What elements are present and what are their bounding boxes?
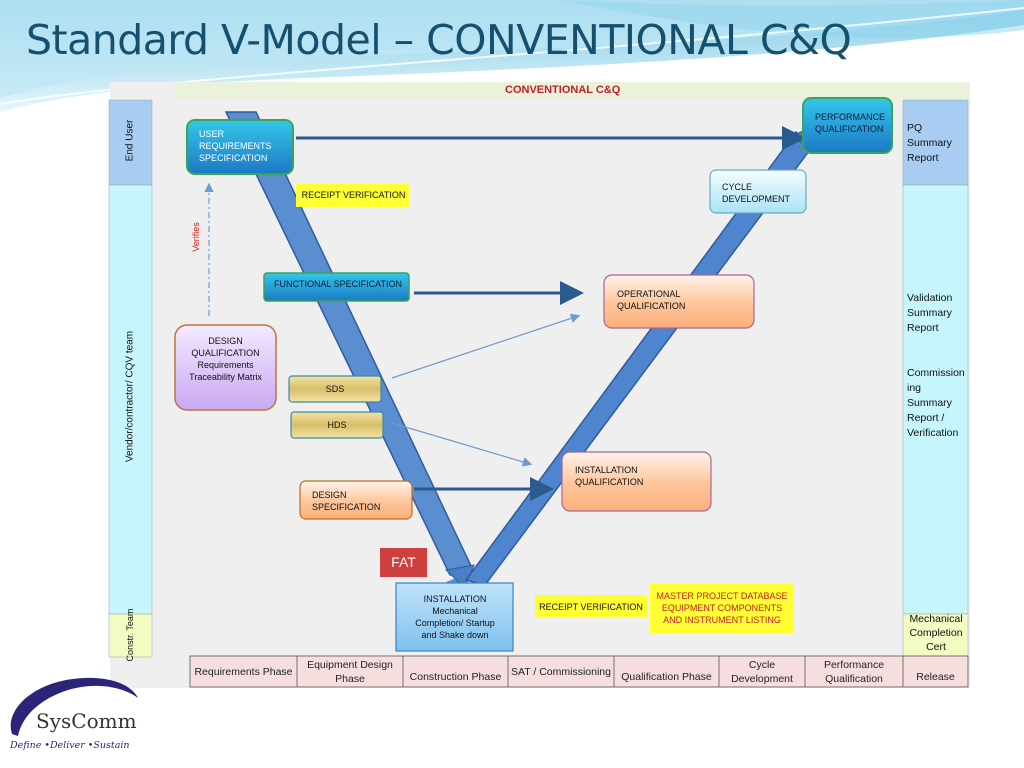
box-master-db: MASTER PROJECT DATABASE EQUIPMENT COMPON…	[656, 591, 788, 625]
arrow-sds-to-oq	[391, 313, 581, 379]
box-rv-bottom-shape	[535, 595, 647, 618]
validation-summary-report: Validation Summary Report	[907, 292, 953, 334]
phase-cycle-development: Cycle Development	[731, 658, 793, 685]
logo-tagline: Define •Deliver •Sustain	[10, 740, 130, 751]
box-sds: SDS	[325, 384, 345, 394]
box-functional-spec: FUNCTIONAL SPECIFICATION	[274, 279, 403, 289]
phase-sat-commissioning: SAT / Commissioning	[511, 665, 611, 678]
mechanical-completion-cert: Mechanical Completion Cert	[909, 613, 963, 653]
lane-label-end-user: End User	[124, 119, 136, 162]
box-iq-shape	[561, 451, 712, 512]
right-validation-cell	[902, 184, 969, 615]
box-installation: INSTALLATION Mechanical Completion/ Star…	[415, 594, 495, 640]
header-band	[175, 82, 970, 99]
arrow-hds-to-iq	[391, 422, 533, 467]
box-fs-shape	[263, 272, 410, 302]
box-hds: HDS	[327, 420, 347, 430]
box-installation-qualification: INSTALLATION QUALIFICATION	[575, 465, 644, 487]
phase-construction: Construction Phase	[409, 671, 502, 683]
lane-end-user	[108, 99, 153, 186]
box-cd-shape	[709, 169, 807, 214]
pq-summary-report: PQ Summary Report	[907, 122, 952, 164]
phase-table	[189, 655, 969, 688]
box-cycle-development: CYCLE DEVELOPMENT	[722, 182, 791, 204]
phase-release: Release	[916, 671, 955, 683]
lane-constr	[108, 613, 153, 658]
slide-title: Standard V-Model – CONVENTIONAL C&Q	[26, 16, 852, 64]
box-mpd-shape	[650, 584, 794, 633]
box-receipt-verification-top: RECEIPT VERIFICATION	[301, 190, 406, 200]
verifies-label: Verifies	[191, 222, 201, 252]
phase-equipment-design: Equipment Design Phase	[307, 658, 393, 685]
lane-vendor	[108, 184, 153, 615]
box-operational-qualification: OPERATIONAL QUALIFICATION	[617, 289, 686, 311]
box-ds-shape	[299, 480, 413, 520]
box-urs: USER REQUIREMENTS SPECIFICATION	[199, 129, 272, 163]
box-sds-shape	[288, 375, 382, 403]
diagram-header: CONVENTIONAL C&Q	[505, 84, 621, 96]
box-install-shape	[395, 582, 514, 652]
phase-qualification: Qualification Phase	[621, 671, 712, 683]
box-design-qualification: DESIGN QUALIFICATION Requirements Tracea…	[189, 336, 262, 382]
box-receipt-verification-bottom: RECEIPT VERIFICATION	[539, 602, 643, 612]
box-fat-shape	[380, 548, 427, 577]
box-dq-shape	[174, 324, 277, 411]
box-fat: FAT	[391, 554, 416, 570]
box-oq-shape	[603, 274, 755, 329]
box-rv-top-shape	[296, 184, 409, 207]
syscomm-logo-swoosh-icon	[10, 677, 139, 736]
logo-name: SysComm	[36, 709, 137, 733]
box-urs-shape	[186, 119, 294, 175]
commissioning-summary-report: Commission ing Summary Report / Verifica…	[907, 367, 965, 439]
box-performance-qualification: PERFORMANCE QUALIFICATION	[815, 112, 886, 134]
box-design-spec: DESIGN SPECIFICATION	[312, 490, 381, 512]
box-hds-shape	[290, 411, 384, 439]
lane-label-constr: Constr. Team	[125, 608, 135, 662]
lane-label-vendor: Vendor/contractor/ CQV team	[124, 330, 136, 463]
phase-performance-qualification: Performance Qualification	[823, 658, 885, 685]
phase-requirements: Requirements Phase	[194, 665, 293, 678]
box-pq-shape	[802, 97, 893, 154]
right-pq-cell	[902, 99, 969, 186]
